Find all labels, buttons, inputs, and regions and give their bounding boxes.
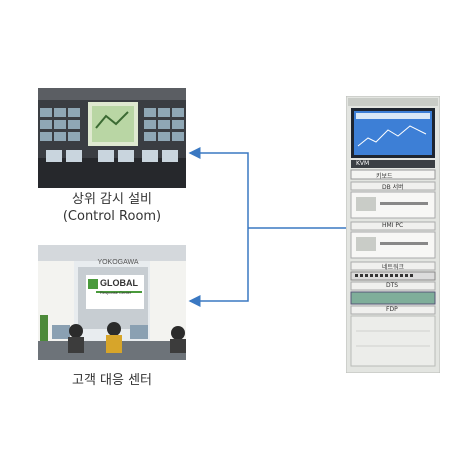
control-room-caption-line2: (Control Room): [62, 209, 162, 224]
customer-center-photo: YOKOGAWA GLOBAL Response Center: [38, 245, 186, 360]
arrow-to-customer-center: [188, 228, 249, 307]
control-room-photo: [38, 88, 186, 188]
sign-sub: Response Center: [100, 290, 132, 295]
arrow-to-control-room: [188, 147, 249, 228]
server-rack: KVM 키보드 DB 서버 HMI PC 네트워크 DTS FDP: [346, 96, 440, 373]
control-room-caption-line1: 상위 감시 설비: [71, 192, 153, 207]
sign-brand: YOKOGAWA: [97, 259, 139, 266]
rack-label-dts: DTS: [386, 282, 399, 289]
rack-label-db-server: DB 서버: [382, 184, 404, 191]
sign-global: GLOBAL: [100, 278, 138, 288]
rack-label-keyboard: 키보드: [376, 173, 393, 180]
rack-label-hmi-pc: HMI PC: [382, 222, 404, 229]
control-room-caption: 상위 감시 설비 (Control Room): [30, 191, 194, 225]
rack-label-network: 네트워크: [382, 264, 405, 271]
customer-center-caption: 고객 대응 센터: [71, 373, 153, 388]
rack-label-kvm: KVM: [356, 160, 370, 167]
rack-label-fdp: FDP: [386, 306, 398, 313]
